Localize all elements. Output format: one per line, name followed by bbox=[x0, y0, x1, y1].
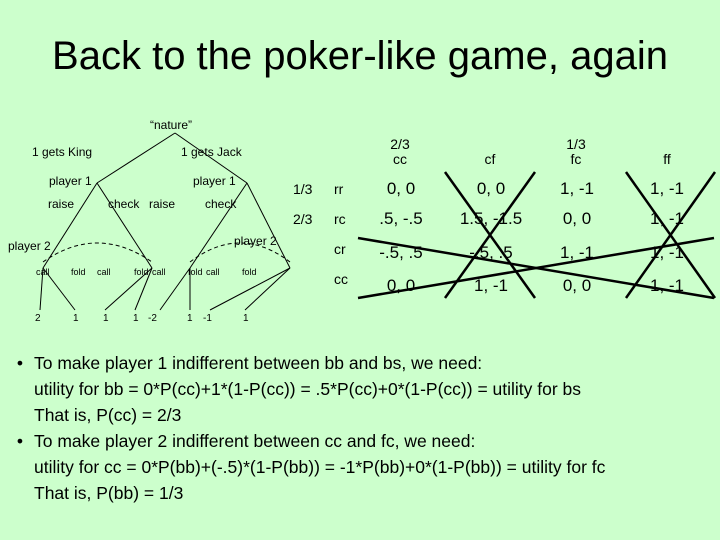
player2-right-label: player 2 bbox=[234, 234, 277, 248]
jack-branch-label: 1 gets Jack bbox=[181, 145, 243, 159]
tree-edge bbox=[134, 267, 153, 311]
check-right-label: check bbox=[205, 197, 237, 211]
matrix-cell: 1, -1 bbox=[650, 209, 684, 228]
cross-rows-cr-cc bbox=[357, 236, 715, 300]
payoff-label: -1 bbox=[203, 313, 212, 324]
payoff-label: 1 bbox=[133, 313, 139, 324]
matrix-cell: 1.5, -1.5 bbox=[460, 209, 522, 228]
tree-edge bbox=[159, 267, 191, 311]
cross-column-ff bbox=[624, 171, 717, 299]
action-label: call bbox=[152, 267, 166, 277]
row-header: cc bbox=[334, 271, 348, 287]
matrix-cell: 1, -1 bbox=[560, 243, 594, 262]
tree-edge bbox=[189, 182, 248, 269]
matrix-cell: 0, 0 bbox=[387, 179, 415, 198]
matrix-cell: 1, -1 bbox=[650, 179, 684, 198]
cross-column-cf bbox=[443, 171, 537, 299]
col-header: fc bbox=[571, 151, 582, 167]
col-prob: 1/3 bbox=[566, 136, 586, 152]
matrix-cell: 1, -1 bbox=[474, 276, 508, 295]
bullet-line: To make player 1 indifferent between bb … bbox=[34, 353, 483, 373]
explanation-bullets: • To make player 1 indifferent between b… bbox=[6, 350, 706, 506]
col-header: cc bbox=[393, 151, 407, 167]
payoff-label: 2 bbox=[35, 313, 41, 324]
matrix-cells: 0, 0 0, 0 1, -1 1, -1 .5, -.5 1.5, -1.5 … bbox=[379, 179, 684, 295]
payoff-matrix: 2/3 1/3 cc cf fc ff bbox=[390, 136, 671, 167]
bullet-line: That is, P(cc) = 2/3 bbox=[34, 405, 182, 425]
tree-edge bbox=[42, 267, 76, 311]
tree-edge bbox=[104, 267, 153, 311]
bullet-dot: • bbox=[16, 431, 24, 451]
payoff-label: 1 bbox=[103, 313, 109, 324]
player1-right-label: player 1 bbox=[193, 174, 236, 188]
bullet-item: • To make player 2 indifferent between c… bbox=[6, 428, 706, 506]
action-label: call bbox=[206, 267, 220, 277]
tree-edge bbox=[244, 267, 291, 311]
eliminated-strategy-crosses bbox=[357, 171, 717, 300]
tree-edge bbox=[174, 132, 248, 184]
info-set-left bbox=[42, 242, 153, 263]
tree-edge bbox=[96, 132, 176, 184]
tree-edge bbox=[246, 182, 291, 269]
row-header: rc bbox=[334, 211, 346, 227]
row-prob: 1/3 bbox=[293, 181, 313, 197]
bullet-dot: • bbox=[16, 353, 24, 373]
payoff-label: 1 bbox=[243, 313, 249, 324]
bullet-line: That is, P(bb) = 1/3 bbox=[34, 483, 184, 503]
matrix-cell: 1, -1 bbox=[560, 179, 594, 198]
col-header: ff bbox=[663, 151, 671, 167]
player2-left-label: player 2 bbox=[8, 239, 51, 253]
action-label: fold bbox=[134, 267, 149, 277]
action-label: call bbox=[36, 267, 50, 277]
raise-right-label: raise bbox=[149, 197, 175, 211]
matrix-cell: 0, 0 bbox=[477, 179, 505, 198]
matrix-cell: 0, 0 bbox=[563, 276, 591, 295]
slide-title: Back to the poker-like game, again bbox=[52, 34, 668, 78]
matrix-cell: 0, 0 bbox=[563, 209, 591, 228]
payoff-label: 1 bbox=[73, 313, 79, 324]
bullet-line: To make player 2 indifferent between cc … bbox=[34, 431, 476, 451]
game-tree bbox=[39, 132, 291, 311]
bullet-line: utility for bb = 0*P(cc)+1*(1-P(cc)) = .… bbox=[34, 379, 582, 399]
tree-edge bbox=[209, 267, 291, 311]
raise-label: raise bbox=[48, 197, 74, 211]
row-prob: 2/3 bbox=[293, 211, 313, 227]
check-left-label: check bbox=[108, 197, 140, 211]
action-label: fold bbox=[71, 267, 86, 277]
nature-label: “nature” bbox=[150, 118, 192, 132]
row-header: rr bbox=[334, 181, 344, 197]
tree-edge bbox=[39, 267, 44, 311]
action-label: call bbox=[97, 267, 111, 277]
bullet-item: • To make player 1 indifferent between b… bbox=[6, 350, 706, 428]
king-branch-label: 1 gets King bbox=[32, 145, 92, 159]
col-header: cf bbox=[485, 151, 496, 167]
tree-edge bbox=[42, 182, 98, 269]
payoff-label: 1 bbox=[187, 313, 193, 324]
bullet-line: utility for cc = 0*P(bb)+(-.5)*(1-P(bb))… bbox=[34, 457, 606, 477]
player1-left-label: player 1 bbox=[49, 174, 92, 188]
tree-edge bbox=[96, 182, 153, 269]
action-label: fold bbox=[188, 267, 203, 277]
action-label: fold bbox=[242, 267, 257, 277]
row-header: cr bbox=[334, 241, 346, 257]
payoff-label: -2 bbox=[148, 313, 157, 324]
col-prob: 2/3 bbox=[390, 136, 410, 152]
matrix-cell: .5, -.5 bbox=[379, 209, 422, 228]
